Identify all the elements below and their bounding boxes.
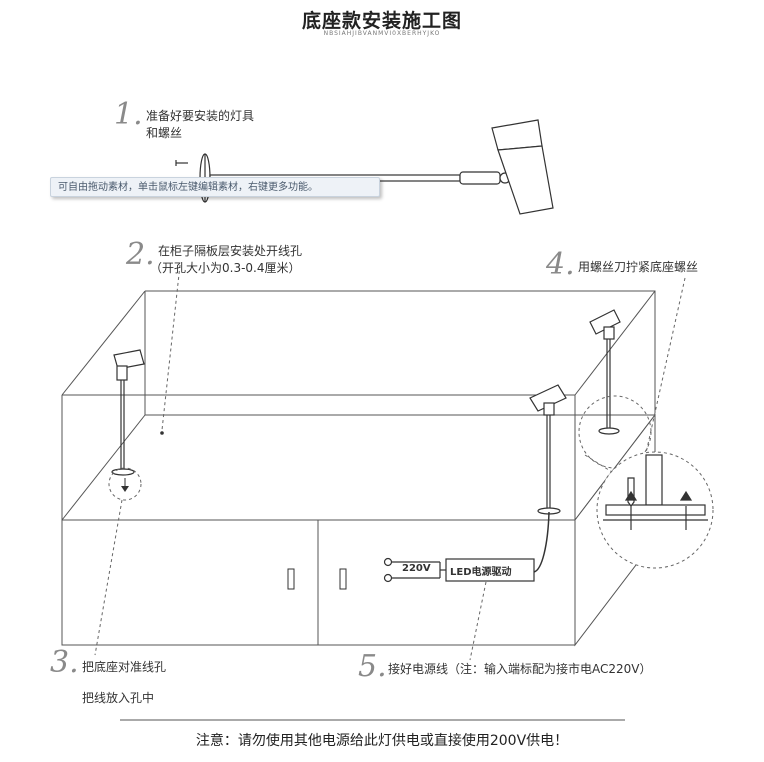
step-3-line-2: 把线放入孔中 xyxy=(82,691,155,705)
lamp-assembly-icon xyxy=(175,119,554,215)
voltage-label: 220V xyxy=(402,563,431,574)
step-3-line-1: 把底座对准线孔 xyxy=(82,660,167,674)
warning-note: 注意：请勿使用其他电源给此灯供电或直接使用200V供电！ xyxy=(195,733,569,749)
right-spotlight-icon xyxy=(589,309,621,435)
step-1-number: 1. xyxy=(114,97,143,132)
step-4-line-1: 用螺丝刀拧紧底座螺丝 xyxy=(578,260,699,274)
step-2-line-1: 在柜子隔板层安装处开线孔 xyxy=(158,244,303,258)
drag-tooltip: 可自由拖动素材，单击鼠标左键编辑素材，右键更多功能。 xyxy=(50,177,380,197)
page-subtitle: NBSIAHJIBVANMVI0XBERHYJKO xyxy=(323,30,441,37)
step-1-line-2: 和螺丝 xyxy=(146,126,183,140)
step-2-number: 2. xyxy=(126,237,155,272)
power-driver-wiring xyxy=(383,557,535,583)
screw-detail-icon xyxy=(603,454,708,530)
step-1-line-1: 准备好要安装的灯具 xyxy=(146,109,255,123)
step-5-number: 5. xyxy=(358,649,387,684)
driver-label: LED电源驱动 xyxy=(450,567,512,578)
page-title: 底座款安装施工图 xyxy=(301,10,462,32)
step-3-number: 3. xyxy=(50,645,79,680)
step-4-number: 4. xyxy=(546,247,575,282)
middle-spotlight-icon xyxy=(529,384,567,515)
step-2-line-2: （开孔大小为0.3-0.4厘米） xyxy=(150,261,301,275)
cabinet-icon xyxy=(61,290,656,647)
step-5-line-1: 接好电源线（注：输入端标配为接市电AC220V） xyxy=(388,662,652,676)
left-spotlight-icon xyxy=(111,349,145,476)
